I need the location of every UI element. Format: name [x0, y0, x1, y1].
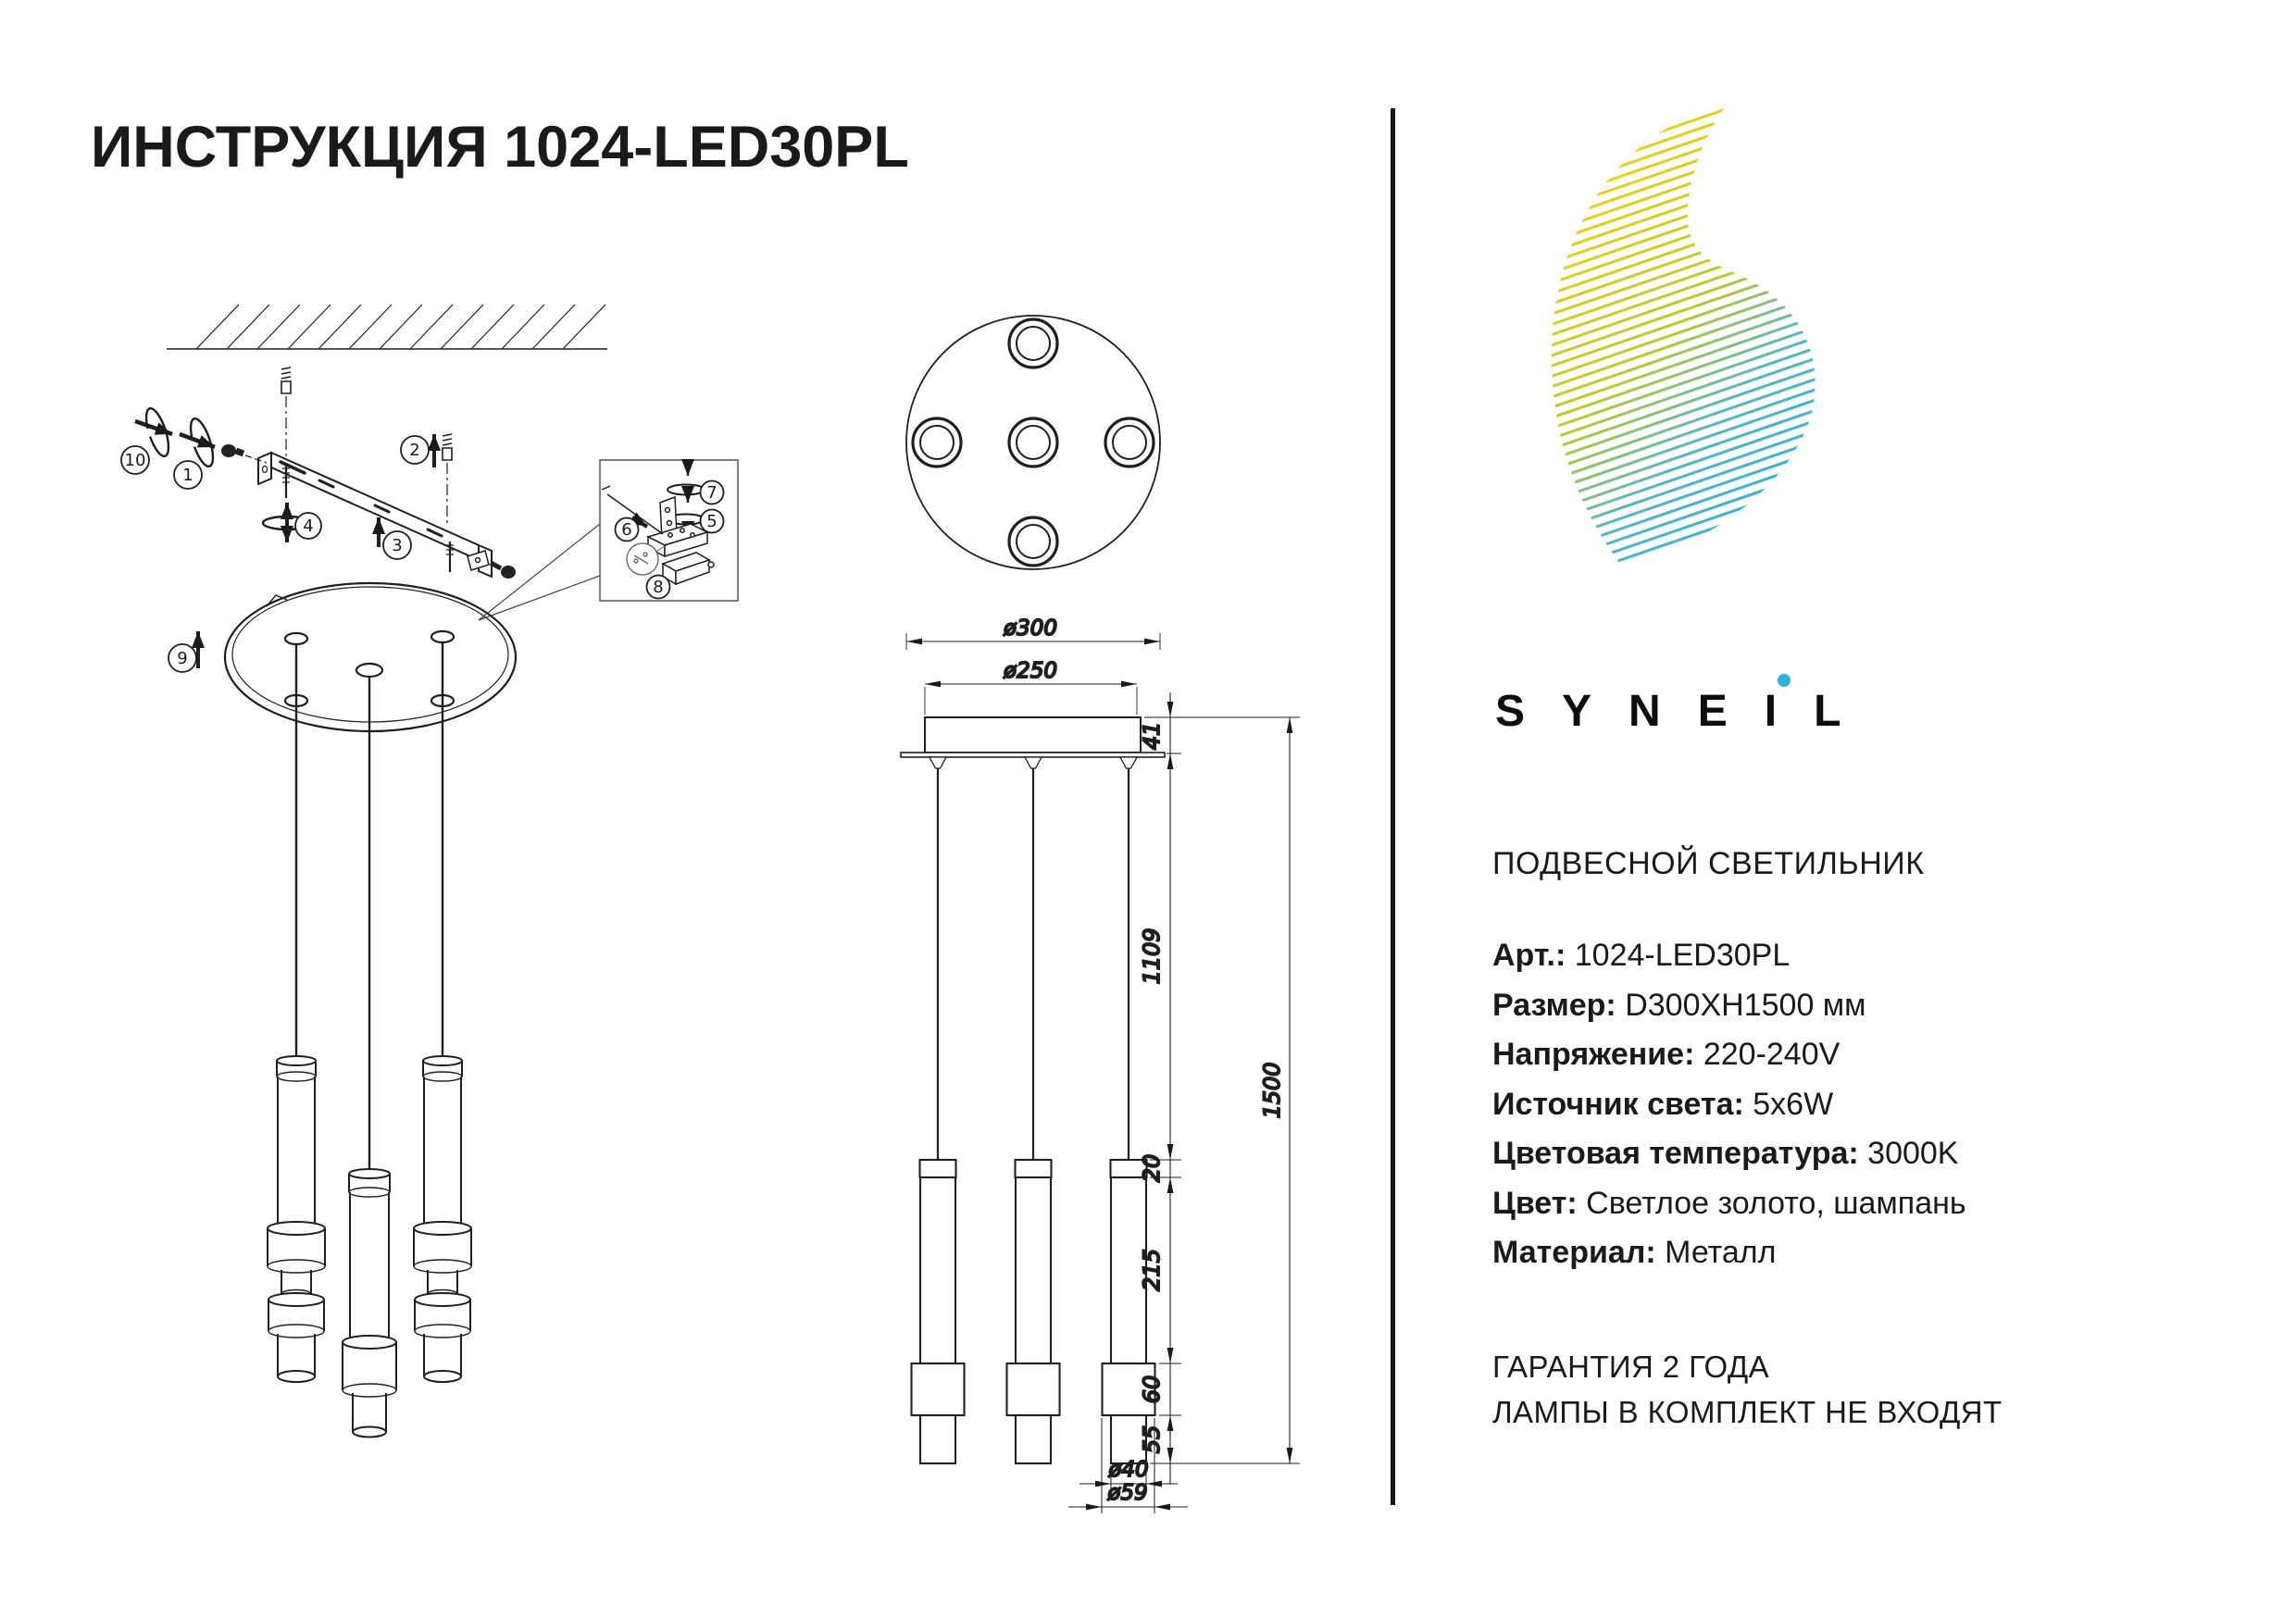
- svg-text:8: 8: [653, 578, 663, 597]
- dim-label-h1109: 1109: [1139, 927, 1165, 984]
- part-badge-1: 1: [173, 460, 203, 490]
- part-badge-8: 8: [645, 574, 671, 600]
- svg-text:7: 7: [706, 483, 717, 503]
- part-badge-10: 10: [120, 445, 150, 475]
- part-number-badges: 1 2 3 4 5 6 7 8 9 10: [120, 435, 725, 673]
- mounting-bar: [257, 451, 493, 579]
- part-badge-9: 9: [168, 643, 197, 673]
- wordmark-post: L: [1814, 687, 1878, 736]
- dim-label-h41: 41: [1139, 722, 1165, 751]
- anchor-dowel-left: [281, 367, 292, 394]
- dim-label-h1500: 1500: [1259, 1062, 1285, 1118]
- svg-text:4: 4: [303, 517, 313, 536]
- spec-label: Напряжение:: [1492, 1037, 1695, 1072]
- cables-3d: [294, 642, 444, 1174]
- screw-right: [446, 541, 454, 572]
- svg-text:3: 3: [392, 536, 402, 555]
- spec-value: 220-240V: [1694, 1037, 1841, 1072]
- spec-label: Размер:: [1492, 987, 1616, 1023]
- dim-label-dia300: ø300: [1003, 616, 1057, 641]
- spec-label: Цветовая температура:: [1492, 1136, 1859, 1171]
- dim-label-h55: 55: [1139, 1425, 1165, 1454]
- spec-value: 5x6W: [1743, 1086, 1834, 1122]
- dim-label-dia40: ø40: [1107, 1458, 1148, 1482]
- part-badge-5: 5: [699, 508, 725, 534]
- assembly-diagram: [134, 304, 739, 1438]
- svg-text:5: 5: [706, 512, 717, 531]
- screw-path-dashed: [244, 454, 268, 464]
- spec-row: Напряжение: 220-240V: [1492, 1030, 1966, 1080]
- dim-label-dia250: ø250: [1003, 659, 1057, 683]
- magnifier-detail: [626, 542, 668, 576]
- warranty-block: ГАРАНТИЯ 2 ГОДА ЛАМПЫ В КОМПЛЕКТ НЕ ВХОД…: [1492, 1344, 2003, 1435]
- part-badge-4: 4: [294, 512, 322, 540]
- top-view: [905, 315, 1161, 570]
- dim-label-h60: 60: [1139, 1375, 1165, 1404]
- wire-arrow-6: [630, 512, 649, 529]
- part-badge-2: 2: [400, 435, 430, 465]
- wordmark-i: I: [1765, 674, 1814, 737]
- anchor-dowel-right: [442, 433, 453, 461]
- terminal-block: [645, 523, 710, 558]
- led-driver: [661, 552, 715, 586]
- spec-label: Материал:: [1492, 1235, 1656, 1270]
- canopy-front: [900, 716, 1166, 769]
- spec-value: Металл: [1655, 1235, 1777, 1270]
- vertical-divider: [1391, 108, 1395, 1505]
- pendant-lamps-3d: [267, 1055, 472, 1438]
- canopy-screw: [489, 560, 516, 579]
- spec-label: Арт.:: [1492, 938, 1566, 973]
- dim-label-h215: 215: [1139, 1249, 1165, 1291]
- screw-left: [282, 465, 290, 498]
- brand-dot-icon: [1778, 674, 1791, 687]
- brand-logo-wave: [1551, 104, 1816, 566]
- svg-text:6: 6: [621, 520, 631, 540]
- canopy-bracket: [467, 550, 490, 571]
- lamps-front: [910, 1158, 1156, 1465]
- page-title: ИНСТРУКЦИЯ 1024-LED30PL: [91, 115, 909, 180]
- dim-label-h20: 20: [1139, 1154, 1165, 1183]
- wordmark-pre: SYNE: [1495, 687, 1765, 736]
- part-badge-7: 7: [699, 479, 725, 505]
- insert-arrow-1: [179, 431, 216, 450]
- spec-row: Материал: Металл: [1492, 1228, 1966, 1278]
- dim-label-dia59: ø59: [1106, 1481, 1147, 1505]
- spec-value: 1024-LED30PL: [1566, 938, 1791, 973]
- spec-label: Источник света:: [1492, 1086, 1744, 1122]
- spec-label: Цвет:: [1492, 1185, 1578, 1221]
- spec-row: Арт.: 1024-LED30PL: [1492, 931, 1966, 981]
- svg-text:2: 2: [409, 441, 419, 460]
- insert-arrow-10: [134, 418, 173, 437]
- callout-lines: [478, 523, 601, 621]
- spec-value: D300XH1500 мм: [1616, 987, 1866, 1023]
- svg-text:10: 10: [125, 451, 146, 470]
- product-type-label: ПОДВЕСНОЙ СВЕТИЛЬНИК: [1492, 846, 1925, 881]
- spec-row: Источник света: 5x6W: [1492, 1080, 1966, 1130]
- cables-front: [936, 768, 1130, 1160]
- cone-screw: [221, 444, 245, 457]
- warranty-line: ГАРАНТИЯ 2 ГОДА: [1492, 1350, 1770, 1384]
- lamps-note-line: ЛАМПЫ В КОМПЛЕКТ НЕ ВХОДЯТ: [1492, 1395, 2003, 1429]
- part-badge-6: 6: [614, 517, 640, 542]
- spec-row: Размер: D300XH1500 мм: [1492, 981, 1966, 1031]
- spec-row: Цвет: Светлое золото, шампань: [1492, 1179, 1966, 1229]
- spec-value: Светлое золото, шампань: [1577, 1185, 1966, 1221]
- spec-value: 3000K: [1858, 1136, 1959, 1171]
- ceiling-hatch: [167, 304, 607, 350]
- spec-row: Цветовая температура: 3000K: [1492, 1129, 1966, 1179]
- svg-text:9: 9: [177, 649, 187, 668]
- part-badge-3: 3: [382, 530, 412, 560]
- svg-text:1: 1: [182, 466, 193, 485]
- dim-dia250: [924, 683, 1138, 715]
- dim-arrows: [906, 638, 1293, 1511]
